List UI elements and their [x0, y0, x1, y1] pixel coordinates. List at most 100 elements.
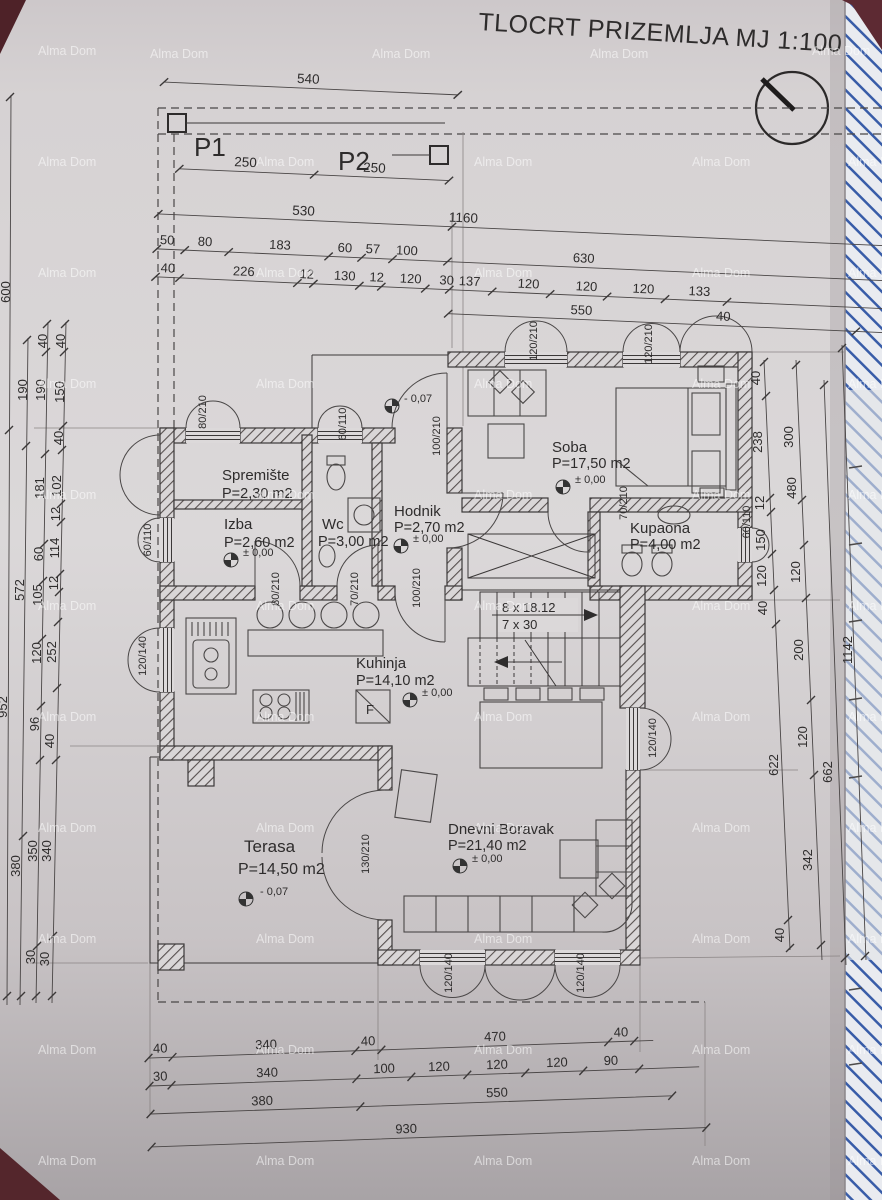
watermark: Alma Dom	[256, 155, 314, 169]
watermark: Alma Dom	[848, 1154, 882, 1168]
watermark: Alma Dom	[474, 1043, 532, 1057]
watermark: Alma Dom	[38, 155, 96, 169]
room-name: Soba	[552, 439, 588, 456]
watermark: Alma Dom	[848, 266, 882, 280]
dim-label: 40	[361, 1033, 376, 1048]
level-value: - 0,07	[260, 886, 288, 898]
room-name: Spremište	[222, 467, 290, 484]
watermark: Alma Dom	[692, 266, 750, 280]
dim-label: 530	[292, 203, 315, 219]
dim-label: 30	[439, 272, 454, 288]
watermark: Alma Dom	[256, 710, 314, 724]
dim-label: 550	[570, 302, 592, 318]
dim-label: 80	[198, 234, 213, 250]
dim-label: 1160	[449, 210, 479, 226]
bottom-dimensions: 40 340 40 470 40 30 340 100 120 120 120 …	[144, 1024, 711, 1152]
binder-edge	[844, 0, 882, 1200]
opening-spec: 80/210	[270, 572, 282, 606]
furniture: F	[185, 365, 737, 933]
watermark: Alma Dom	[38, 266, 96, 280]
level-value: ± 0,00	[413, 533, 444, 545]
watermark: Alma Dom	[474, 155, 532, 169]
watermark: Alma Dom	[256, 1043, 314, 1057]
dim-label: 60	[337, 240, 352, 256]
opening-spec: 60/110	[741, 506, 753, 539]
watermark: Alma Dom	[372, 47, 430, 61]
watermark: Alma Dom	[848, 599, 882, 613]
room-area: P=17,50 m2	[552, 456, 631, 472]
stair-void-closet	[467, 533, 596, 579]
watermark: Alma Dom	[848, 710, 882, 724]
watermark: Alma Dom	[590, 47, 648, 61]
dim-label: 200	[791, 639, 806, 661]
dim-label: 120	[517, 276, 539, 292]
opening-spec: 120/210	[528, 321, 540, 361]
post-label-p1: P1	[194, 132, 226, 162]
dim-label: 100	[373, 1060, 395, 1076]
dim-label: 12	[369, 269, 384, 285]
dim-label: 133	[688, 283, 710, 299]
room-area: P=4,00 m2	[630, 537, 701, 553]
dim-label: 50	[160, 232, 175, 248]
dim-label: 114	[47, 538, 62, 559]
opening-spec: 130/210	[360, 834, 372, 874]
watermark: Alma Dom	[692, 1043, 750, 1057]
watermark: Alma Dom	[692, 932, 750, 946]
level-value: ± 0,00	[243, 547, 274, 559]
dim-label: 12	[299, 266, 314, 282]
dim-label: 600	[0, 281, 13, 303]
dim-label: 930	[395, 1121, 417, 1137]
dim-label: 120	[754, 565, 769, 587]
watermark: Alma Dom	[256, 599, 314, 613]
photo-corner-top-left	[0, 0, 26, 54]
watermark: Alma Dom	[38, 932, 96, 946]
dim-label: 380	[8, 855, 23, 877]
dim-label: 622	[766, 754, 781, 776]
dim-label: 40	[748, 371, 763, 385]
level-value: ± 0,00	[575, 474, 606, 486]
opening-spec: 60/110	[142, 524, 154, 557]
watermark: Alma Dom	[256, 266, 314, 280]
opening-spec: 120/140	[647, 718, 659, 758]
watermark: Alma Dom	[38, 377, 96, 391]
dim-label: 40	[53, 334, 68, 348]
watermark: Alma Dom	[474, 599, 532, 613]
dim-label: 40	[35, 334, 50, 348]
dim-label: 380	[251, 1093, 273, 1109]
watermark: Alma Dom	[848, 155, 882, 169]
dim-label: 181	[32, 477, 47, 499]
dim-label: 120	[400, 271, 422, 287]
fridge-label: F	[366, 702, 374, 717]
room-name: Terasa	[244, 837, 296, 856]
dim-label: 120	[632, 281, 654, 297]
watermark: Alma Dom	[256, 488, 314, 502]
dim-label: 150	[753, 529, 768, 551]
photo-corner-top-right	[842, 0, 882, 50]
watermark: Alma Dom	[474, 710, 532, 724]
right-dimensions: 40 238 12 150 120 40 622 40 300 480 120 …	[748, 343, 870, 966]
watermark: Alma Dom	[474, 1154, 532, 1168]
watermark: Alma Dom	[38, 710, 96, 724]
dim-label: 190	[15, 379, 30, 401]
watermark: Alma Dom	[38, 488, 96, 502]
extension-lines	[30, 132, 844, 1146]
dim-label: 12	[752, 496, 767, 510]
watermark: Alma Dom	[474, 821, 532, 835]
dim-label: 550	[486, 1085, 508, 1101]
dim-label: 120	[29, 642, 44, 664]
dim-label: 137	[458, 273, 480, 289]
opening-spec: 120/140	[575, 953, 587, 993]
dim-label: 130	[334, 268, 356, 284]
opening-specs: 80/210 60/110 100/210 120/210 120/210 70…	[137, 321, 753, 993]
porch-posts: P1 P2	[167, 113, 449, 176]
dim-label: 12	[48, 507, 63, 521]
dim-label: 40	[772, 928, 787, 942]
dim-label: 30	[153, 1068, 168, 1083]
dim-label: 40	[716, 308, 731, 324]
watermark: Alma Dom	[848, 377, 882, 391]
opening-spec: 100/210	[411, 568, 423, 608]
watermark: Alma Dom	[474, 932, 532, 946]
